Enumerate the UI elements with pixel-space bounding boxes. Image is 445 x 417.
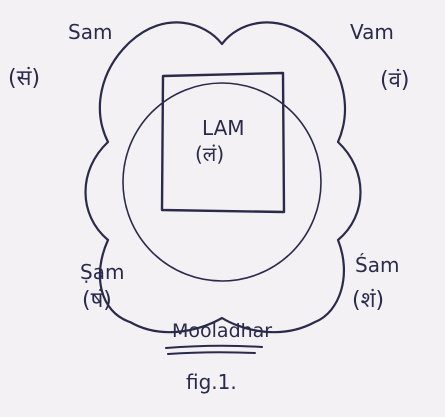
petal-top-right-seed: Vam	[350, 22, 394, 42]
petal-bottom-right-devanagari: (शं)	[352, 290, 384, 312]
petal-top-left-seed: Sam	[68, 22, 112, 42]
caption-double-underline	[168, 352, 255, 354]
lotus-petals-outline	[86, 22, 361, 332]
petal-top-right-devanagari: (वं)	[380, 70, 409, 92]
center-devanagari-label: (लं)	[195, 144, 224, 164]
petal-bottom-right-seed: Śam	[355, 255, 399, 275]
petal-bottom-left-devanagari: (षं)	[82, 290, 112, 312]
petal-bottom-left-seed: Ṣam	[80, 262, 124, 282]
caption: Mooladhar	[172, 322, 272, 341]
figure-label: fig.1.	[186, 372, 237, 392]
petal-top-left-devanagari: (सं)	[8, 68, 40, 90]
caption-underline	[166, 346, 262, 348]
center-seed-label: LAM	[202, 118, 245, 138]
inner-circle	[123, 83, 321, 281]
